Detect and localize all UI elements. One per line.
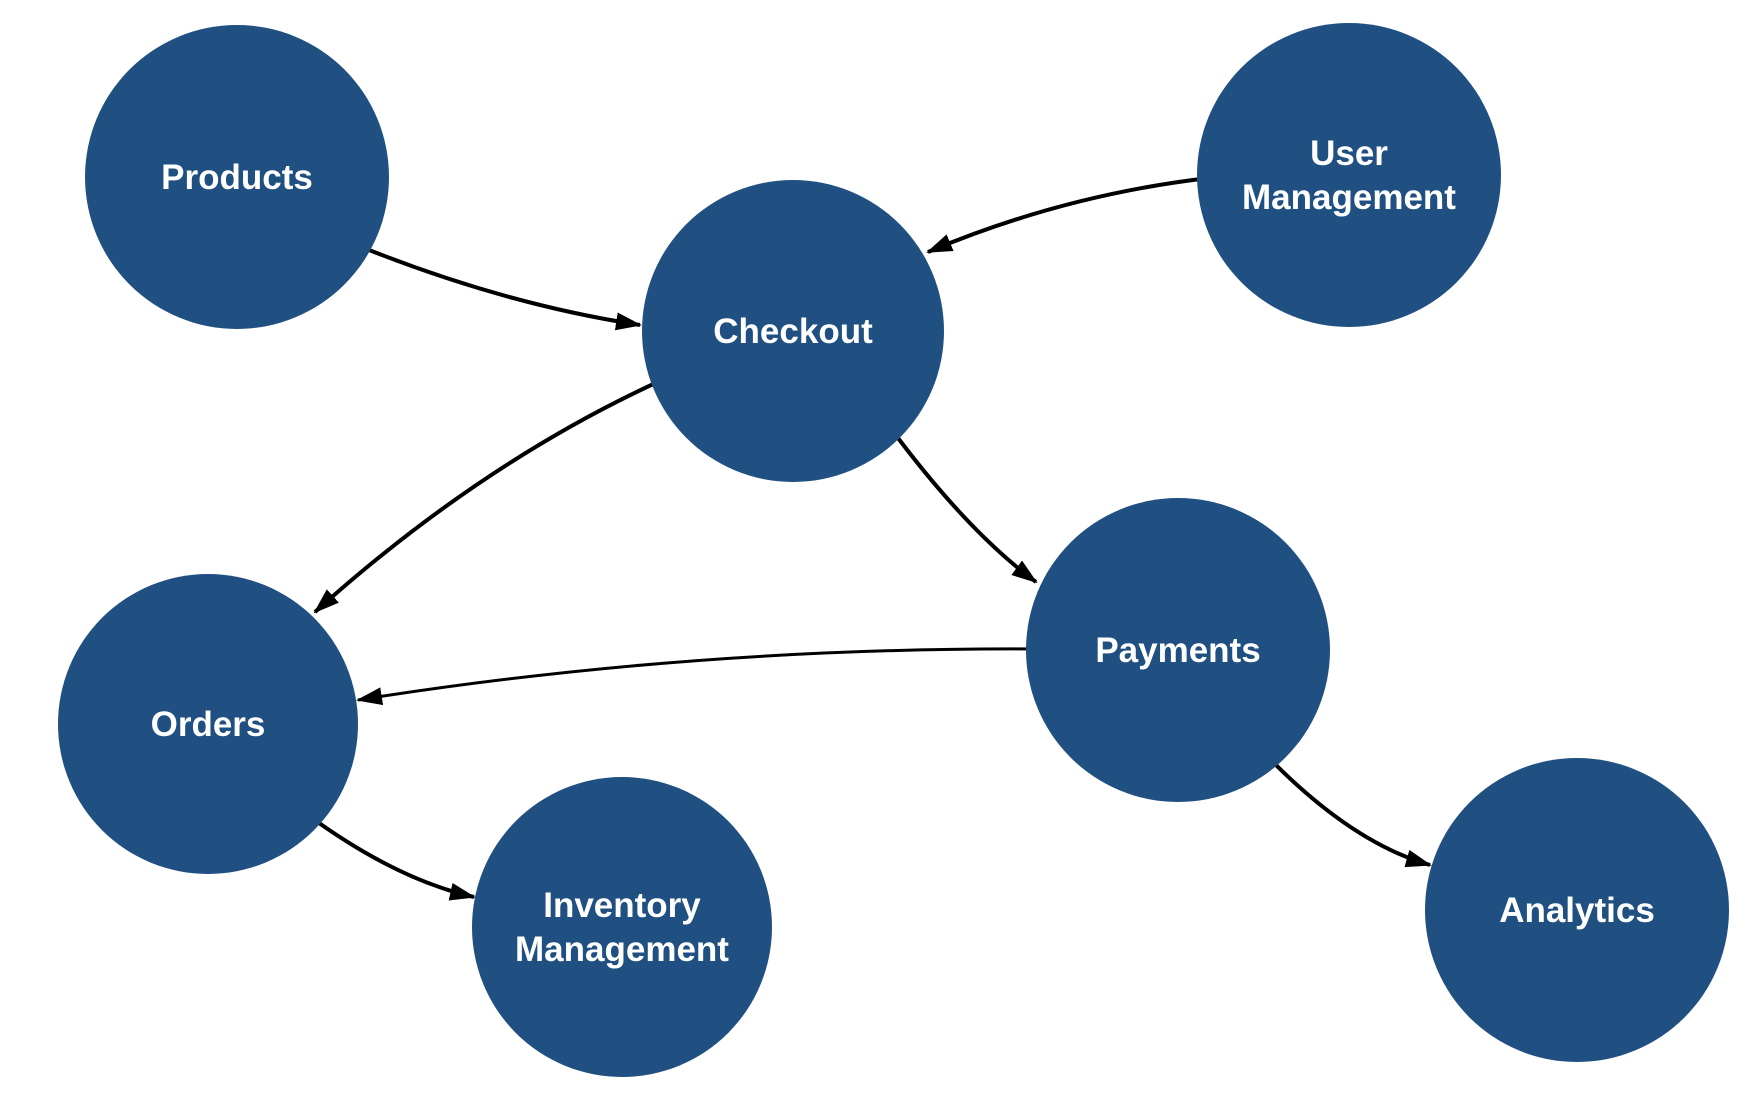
inventory-management-circle (472, 777, 772, 1077)
checkout-label: Checkout (713, 312, 873, 351)
edge-payments-to-orders (356, 647, 1039, 706)
edge-checkout-to-payments (890, 428, 1038, 584)
user-management-circle (1197, 23, 1501, 327)
checkout-circle (642, 180, 944, 482)
node-checkout[interactable]: Checkout (642, 180, 944, 482)
node-orders[interactable]: Orders (58, 574, 358, 874)
edge-checkout-to-orders (313, 378, 663, 614)
edges-layer (310, 176, 1432, 901)
edge-user-management-to-checkout (926, 176, 1210, 254)
payments-circle (1026, 498, 1330, 802)
edge-products-to-checkout (358, 244, 642, 331)
node-analytics[interactable]: Analytics (1425, 758, 1729, 1062)
orders-label: Orders (151, 705, 266, 744)
analytics-label: Analytics (1499, 891, 1655, 930)
products-circle (85, 25, 389, 329)
orders-circle (58, 574, 358, 874)
payments-label: Payments (1095, 631, 1260, 670)
analytics-circle (1425, 758, 1729, 1062)
node-payments[interactable]: Payments (1026, 498, 1330, 802)
edge-payments-to-analytics (1266, 755, 1432, 868)
edge-orders-to-inventory-management (310, 816, 476, 901)
node-products[interactable]: Products (85, 25, 389, 329)
products-label: Products (161, 158, 313, 197)
